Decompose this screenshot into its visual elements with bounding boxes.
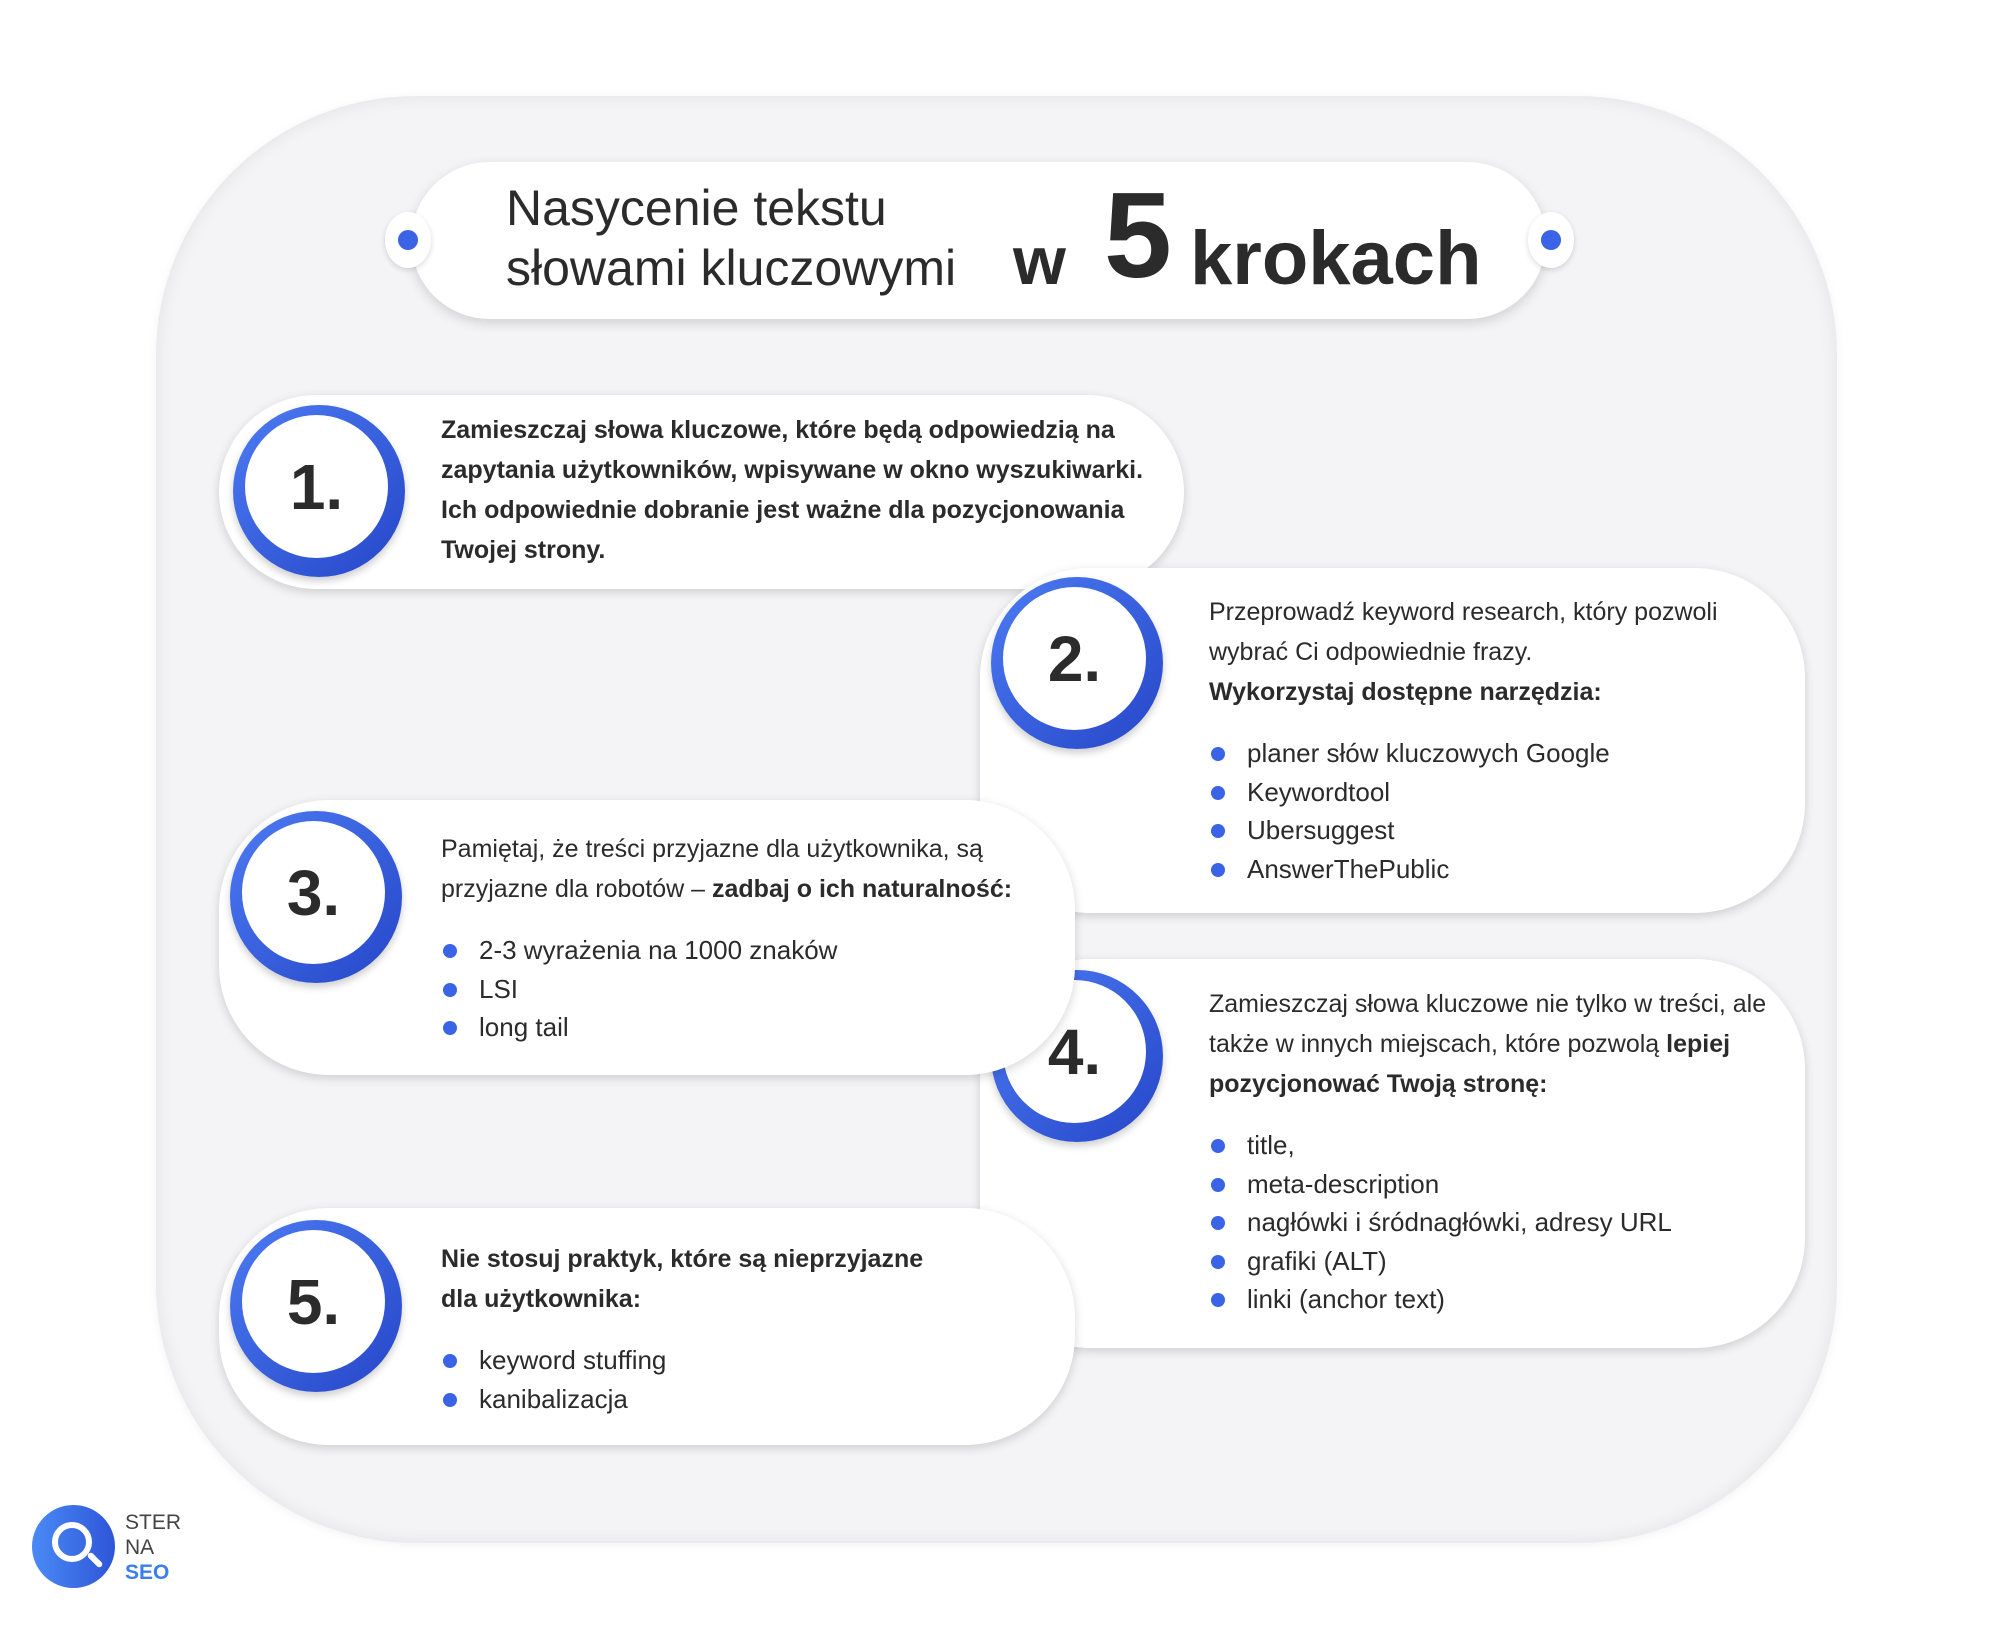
- list-item: Ubersuggest: [1209, 811, 1779, 850]
- step-5-text: Nie stosuj praktyk, które są nieprzyjazn…: [441, 1239, 961, 1418]
- logo-text-1: STER: [125, 1511, 182, 1534]
- step-3-card: 3. Pamiętaj, że treści przyjazne dla uży…: [219, 800, 1075, 1075]
- step-1-text: Zamieszczaj słowa kluczowe, które będą o…: [441, 416, 1144, 564]
- title-banner: [411, 162, 1546, 319]
- step-3-text: Pamiętaj, że treści przyjazne dla użytko…: [441, 829, 1061, 1047]
- list-item: long tail: [441, 1008, 1061, 1047]
- list-item: nagłówki i śródnagłówki, adresy URL: [1209, 1203, 1779, 1242]
- logo-text-2: NA: [125, 1536, 155, 1559]
- magnifier-logo-icon: [32, 1505, 115, 1588]
- title-number: 5: [1104, 167, 1172, 303]
- list-item: title,: [1209, 1126, 1779, 1165]
- step-number-badge: 5.: [230, 1220, 402, 1392]
- list-item: meta-description: [1209, 1165, 1779, 1204]
- list-item: planer słów kluczowych Google: [1209, 734, 1779, 773]
- bad-practices-list: keyword stuffing kanibalizacja: [441, 1341, 961, 1418]
- tips-list: 2-3 wyrażenia na 1000 znaków LSI long ta…: [441, 931, 1061, 1047]
- step-number-badge: 1.: [233, 405, 405, 577]
- list-item: Keywordtool: [1209, 773, 1779, 812]
- places-list: title, meta-description nagłówki i śródn…: [1209, 1126, 1779, 1319]
- list-item: kanibalizacja: [441, 1380, 961, 1419]
- title-w: w: [1013, 223, 1066, 299]
- step-2-text: Przeprowadź keyword research, który pozw…: [1209, 592, 1779, 888]
- title-dot-left: [385, 212, 431, 268]
- step-4-card: 4. Zamieszczaj słowa kluczowe nie tylko …: [980, 959, 1805, 1348]
- tools-list: planer słów kluczowych Google Keywordtoo…: [1209, 734, 1779, 888]
- step-number-badge: 2.: [991, 577, 1163, 749]
- list-item: grafiki (ALT): [1209, 1242, 1779, 1281]
- step-number-badge: 3.: [230, 811, 402, 983]
- logo-text-3: SEO: [125, 1561, 170, 1584]
- list-item: LSI: [441, 970, 1061, 1009]
- step-5-card: 5. Nie stosuj praktyk, które są nieprzyj…: [219, 1208, 1075, 1445]
- title-krokach: krokach: [1190, 216, 1482, 301]
- list-item: 2-3 wyrażenia na 1000 znaków: [441, 931, 1061, 970]
- step-2-card: 2. Przeprowadź keyword research, który p…: [980, 568, 1805, 913]
- list-item: keyword stuffing: [441, 1341, 961, 1380]
- list-item: AnswerThePublic: [1209, 850, 1779, 889]
- step-1-card: 1. Zamieszczaj słowa kluczowe, które będ…: [219, 395, 1184, 589]
- step-4-text: Zamieszczaj słowa kluczowe nie tylko w t…: [1209, 984, 1779, 1319]
- list-item: linki (anchor text): [1209, 1280, 1779, 1319]
- title-dot-right: [1528, 212, 1574, 268]
